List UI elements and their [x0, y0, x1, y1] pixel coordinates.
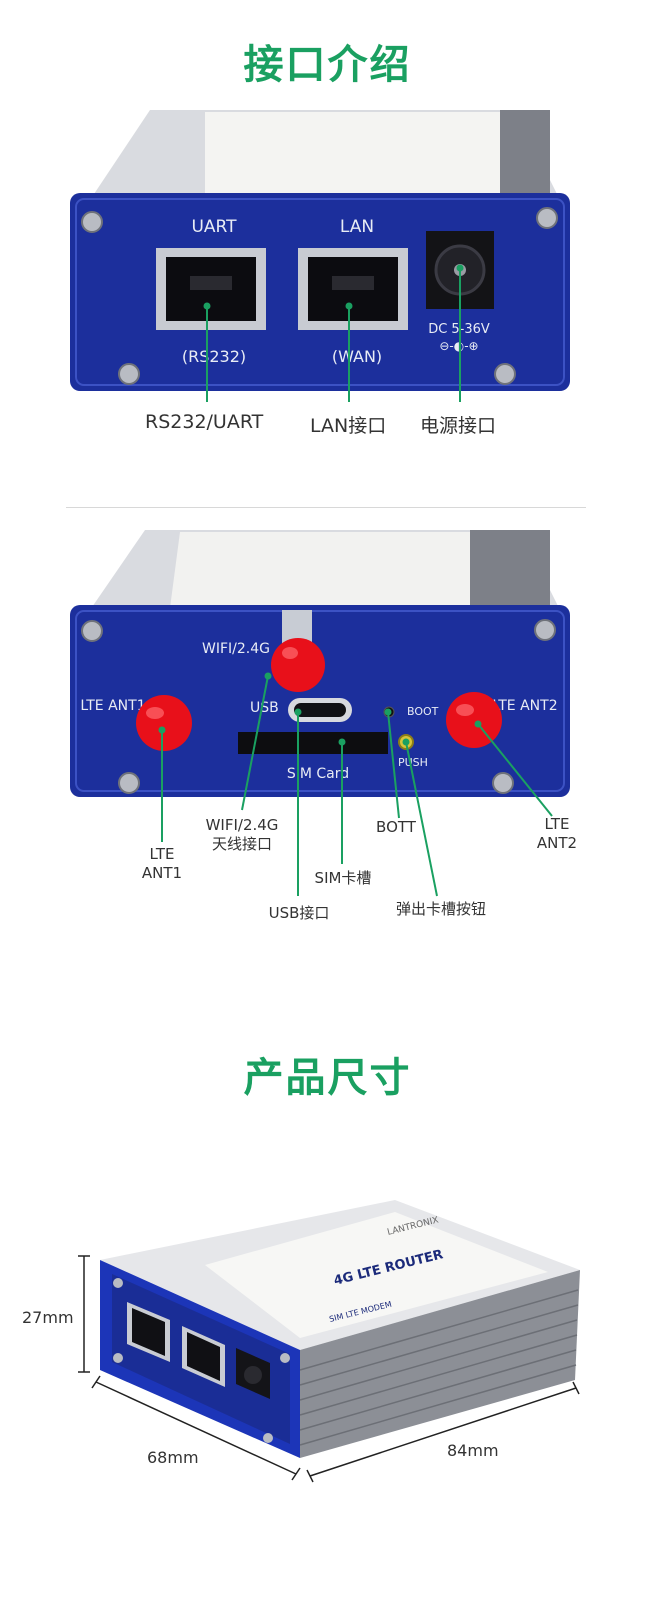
router-label-sticker	[205, 112, 548, 198]
callout-usb-port: USB接口	[268, 904, 330, 922]
router-side	[470, 530, 550, 610]
callout-power-port: 电源接口	[420, 415, 497, 437]
panel-wifi-label: WIFI/2.4G	[202, 641, 270, 657]
panel-wan-label: (WAN)	[332, 347, 382, 366]
callout-sim-slot: SIM卡槽	[314, 869, 372, 887]
callout-lan-port: LAN接口	[310, 415, 387, 437]
router-back-image: WIFI/2.4G LTE ANT1 LTE ANT2 USB BOOT PUS…	[70, 530, 570, 897]
panel-lan-label: LAN	[340, 217, 374, 237]
screw-icon	[113, 1353, 123, 1363]
screw-icon	[534, 619, 556, 641]
screw-icon	[263, 1433, 273, 1443]
screw-icon	[118, 363, 140, 385]
screw-icon	[81, 211, 103, 233]
screw-icon	[494, 363, 516, 385]
router-isometric-image: 4G LTE ROUTER LANTRONIX SIM LTE MODEM	[78, 1200, 580, 1483]
dimension-height: 27mm	[22, 1308, 74, 1327]
panel-lte-ant1-label: LTE ANT1	[80, 698, 145, 714]
panel-uart-label: UART	[191, 217, 237, 237]
callout-wifi-antenna: WIFI/2.4G 天线接口	[205, 816, 279, 853]
panel-sim-card-label: SIM Card	[287, 766, 349, 782]
section-title-dimensions: 产品尺寸	[243, 1055, 412, 1101]
lte-ant1-antenna	[136, 695, 192, 751]
callout-lte-ant2: LTE ANT2	[536, 815, 578, 852]
dimension-lines	[78, 1255, 580, 1483]
lte-ant2-antenna	[446, 692, 502, 748]
dimension-length: 84mm	[447, 1441, 499, 1460]
section-title-interfaces: 接口介绍	[243, 42, 412, 88]
panel-boot-label: BOOT	[407, 705, 439, 718]
sim-card-slot	[238, 732, 388, 754]
callout-bott: BOTT	[376, 818, 416, 836]
screw-icon	[113, 1278, 123, 1288]
router-label-sticker	[205, 1212, 548, 1338]
panel-push-label: PUSH	[398, 756, 428, 769]
screw-icon	[536, 207, 558, 229]
router-side-face	[300, 1270, 580, 1458]
router-label-sticker	[170, 532, 500, 608]
router-front-image: UART LAN (RS232) (WAN) DC 5-36V ⊖-◐-⊕	[70, 110, 570, 402]
callout-lte-ant1: LTE ANT1	[141, 845, 183, 882]
wifi-antenna	[271, 638, 325, 692]
callout-eject-button: 弹出卡槽按钮	[395, 900, 486, 918]
screw-icon	[492, 772, 514, 794]
panel-usb-label: USB	[250, 700, 279, 716]
screw-icon	[280, 1353, 290, 1363]
panel-rs232-label: (RS232)	[182, 347, 246, 366]
dimension-width: 68mm	[147, 1448, 199, 1467]
callout-rs232-uart: RS232/UART	[145, 411, 264, 433]
router-side	[500, 110, 550, 200]
section-divider	[66, 507, 586, 508]
callout-lines	[161, 675, 553, 897]
screw-icon	[118, 772, 140, 794]
panel-lte-ant2-label: LTE ANT2	[492, 698, 557, 714]
screw-icon	[81, 620, 103, 642]
